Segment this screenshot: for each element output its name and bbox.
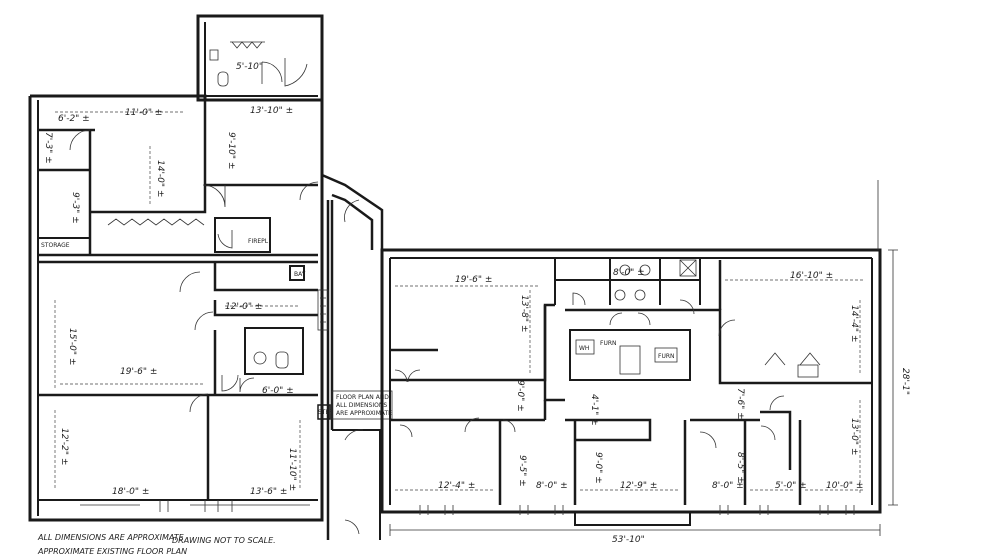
dim-right-bottom3-depth: 9'-0" ± [593, 452, 603, 484]
dim-left-bottom-right-width: 13'-6" ± [250, 487, 287, 497]
dim-left-room-b-left-depth: 7'-3" ± [43, 132, 53, 164]
dim-left-room-a-depth: 9'-10" ± [226, 132, 236, 169]
right-building: WH FURN FURN 19'-6" ± 13'-8" ± 8'-0" ± 1… [380, 180, 910, 545]
dim-left-bathroom-width: 5'-10" [236, 62, 263, 72]
dim-right-closet-depth: 4'-1" ± [589, 394, 599, 426]
dim-right-bottom6-depth: 13'-0" ± [849, 418, 859, 455]
plan-note-line1: FLOOR PLAN AND [336, 394, 389, 401]
step-label: STEP [318, 409, 333, 416]
dim-left-bottom-width: 18'-0" ± [112, 487, 149, 497]
connector-corridor: STEP FLOOR PLAN AND ALL DIMENSIONS ARE A… [317, 173, 393, 540]
furnace-left-label: FURN [600, 340, 617, 347]
dim-left-bottom-right-depth: 11'-10" ± [287, 448, 297, 491]
dim-right-room-r-depth: 14'-4" ± [849, 305, 859, 342]
dim-right-bottom6-width: 10'-0" ± [826, 481, 863, 491]
dim-left-large-width: 19'-6" ± [120, 367, 157, 377]
footer-notes: ALL DIMENSIONS ARE APPROXIMATE APPROXIMA… [37, 533, 276, 556]
furnace-right-label: FURN [658, 353, 675, 360]
footer-left-line1: ALL DIMENSIONS ARE APPROXIMATE [37, 533, 185, 542]
footer-right-note: DRAWING NOT TO SCALE. [172, 536, 276, 545]
dim-overall-width: 53'-10" [612, 535, 645, 545]
dim-right-bottom1-depth: 9'-5" ± [517, 455, 527, 487]
dim-right-bottom2-width: 8'-0" ± [536, 481, 568, 491]
bay-label: BAY [294, 271, 306, 278]
dim-left-bottom-depth: 12'-2" ± [59, 428, 69, 465]
dim-right-mid-depth: 9'-0" ± [515, 380, 525, 412]
dim-left-large-depth: 15'-0" ± [67, 328, 77, 365]
dim-right-overall-depth: 28'-1" [900, 368, 910, 395]
dim-right-bath-a: 8'-0" ± [613, 268, 645, 278]
toilet-icon [217, 71, 229, 87]
dim-right-mid2-depth: 7'-6" ± [735, 388, 745, 420]
dim-right-bottom5-width: 5'-0" ± [775, 481, 807, 491]
dim-left-room-b-width: 11'-0" ± [125, 108, 162, 118]
water-heater-label: WH [579, 345, 589, 352]
dim-left-room-a-width: 13'-10" ± [250, 106, 293, 116]
top-annex-wall [196, 14, 324, 102]
plan-note-line2: ALL DIMENSIONS [336, 402, 387, 409]
mechanical-room [569, 329, 691, 381]
plan-note-line3: ARE APPROXIMATE [336, 410, 392, 417]
dim-left-room-b-depth: 14'-0" ± [155, 160, 165, 197]
fireplace-label: FIREPL [248, 238, 269, 245]
dim-right-room1-depth: 13'-8" ± [519, 295, 529, 332]
footer-left-line2: APPROXIMATE EXISTING FLOOR PLAN [37, 547, 187, 556]
shaft-box [679, 259, 697, 277]
dim-left-hall-width: 12'-0" ± [225, 302, 262, 312]
dim-right-room-r-width: 16'-10" ± [790, 271, 833, 281]
plan-note-box [331, 390, 393, 420]
dim-right-room1-width: 19'-6" ± [455, 275, 492, 285]
dim-left-bath2-width: 6'-0" ± [262, 386, 294, 396]
bathroom-2 [244, 327, 304, 375]
dim-right-bottom1-width: 12'-4" ± [438, 481, 475, 491]
dim-left-small-width: 6'-2" ± [58, 114, 90, 124]
left-building: STORAGE FIREPL 5'-10" 13'-10" ± 9'-10" ±… [28, 14, 324, 522]
dim-right-bottom4-width: 8'-0" ± [712, 481, 744, 491]
dim-right-bottom3-width: 12'-9" ± [620, 481, 657, 491]
storage-label: STORAGE [41, 242, 70, 249]
dim-left-lower-left-depth: 9'-3" ± [70, 192, 80, 224]
dim-right-bottom4-depth: 8'-5" ± [735, 452, 745, 484]
